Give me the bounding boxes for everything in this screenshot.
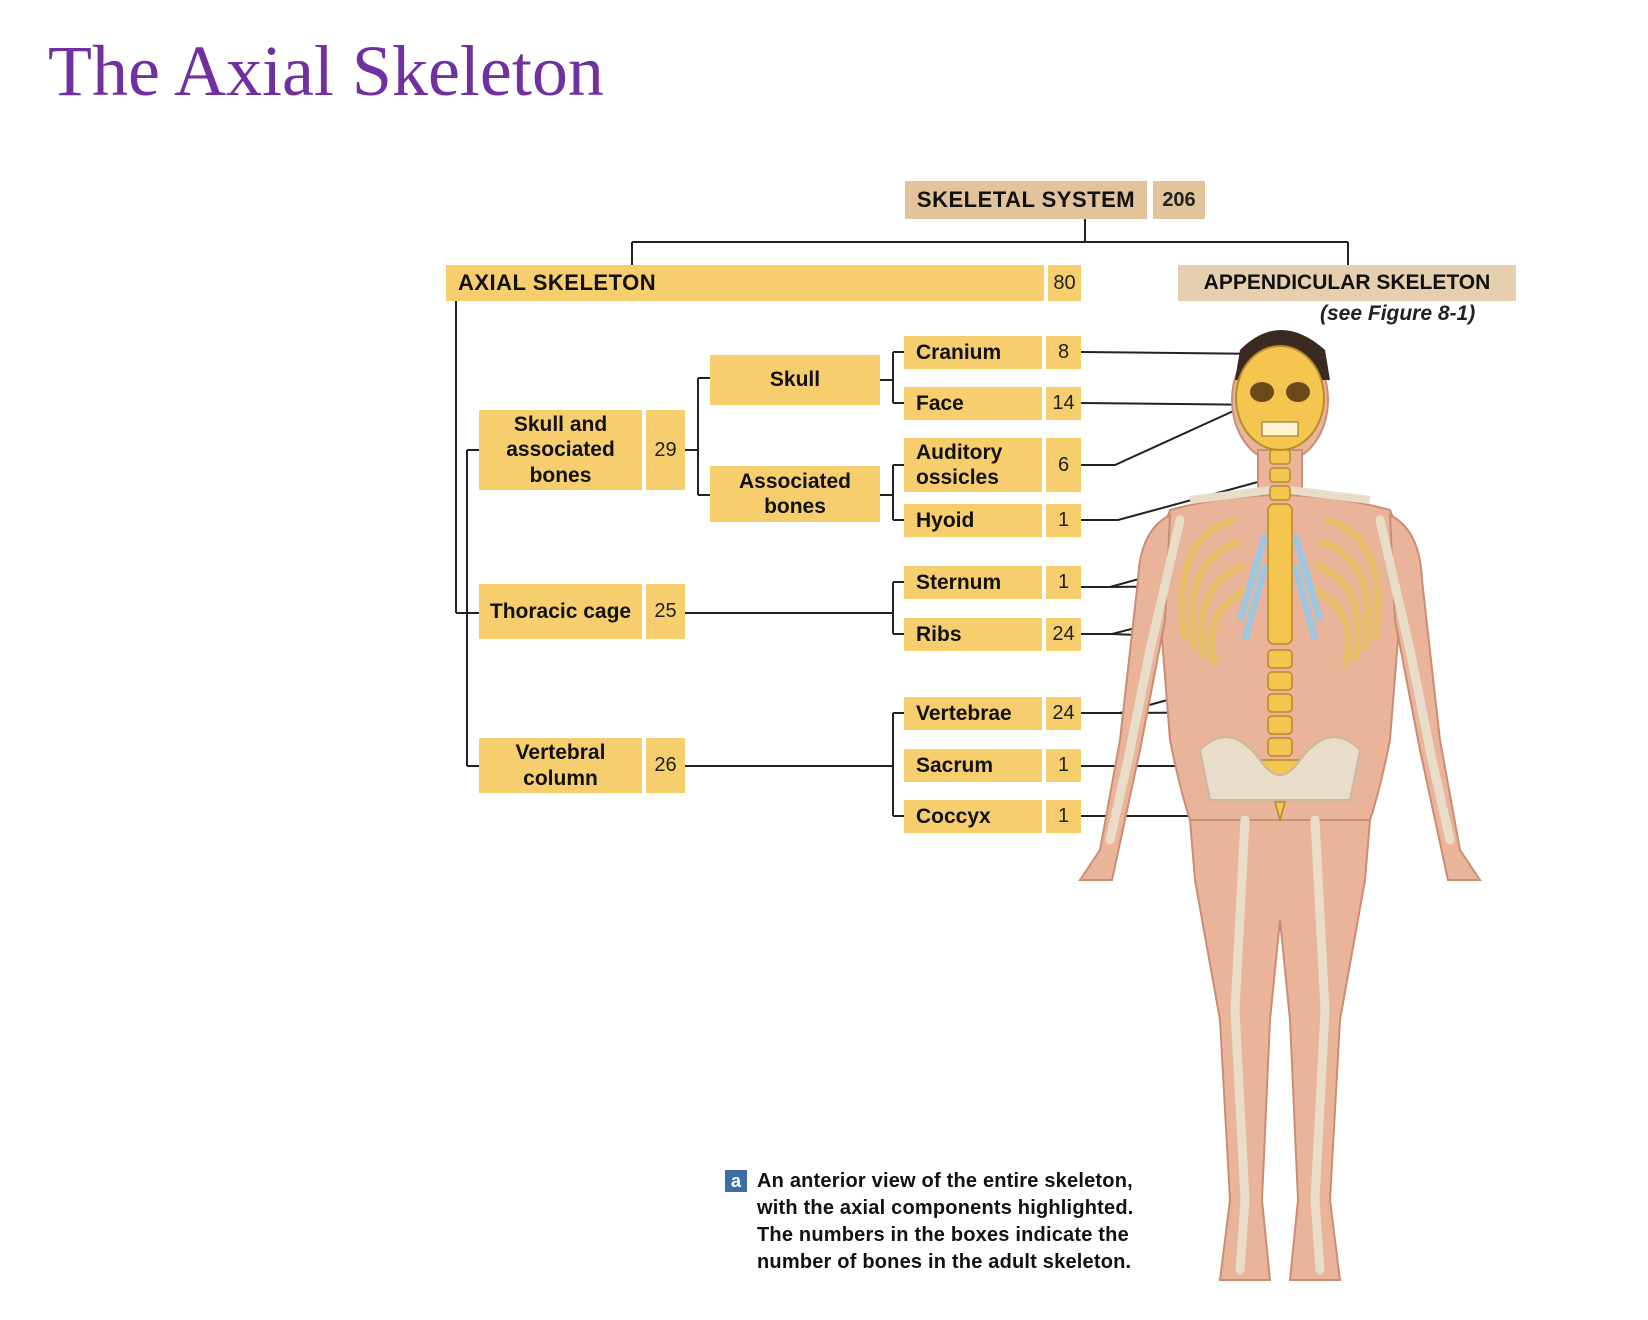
bone-hyoid-label: Hyoid xyxy=(916,508,975,532)
group-vertebral-column-label: Vertebral column xyxy=(515,741,606,790)
bone-ribs-label: Ribs xyxy=(916,622,962,646)
bone-sacrum: Sacrum xyxy=(904,749,1042,782)
skeleton-figure xyxy=(1078,330,1482,1281)
skull-highlight xyxy=(1235,330,1330,451)
caption-text: An anterior view of the entire skeleton,… xyxy=(757,1170,1134,1273)
bone-face: Face xyxy=(904,387,1042,420)
appendicular-skeleton-box: APPENDICULAR SKELETON xyxy=(1178,265,1516,301)
axial-skeleton-label: AXIAL SKELETON xyxy=(458,269,657,295)
bone-face-label: Face xyxy=(916,391,964,415)
bone-hyoid: Hyoid xyxy=(904,504,1042,537)
bone-vertebrae: Vertebrae xyxy=(904,697,1042,730)
bone-vertebrae-count: 24 xyxy=(1046,697,1081,730)
subgroup-associated-bones-label: Associated bones xyxy=(738,469,852,518)
bone-coccyx: Coccyx xyxy=(904,800,1042,833)
bone-auditory-ossicles: Auditory ossicles xyxy=(904,438,1042,492)
bone-sacrum-label: Sacrum xyxy=(916,753,994,777)
group-thoracic-cage: Thoracic cage xyxy=(479,584,642,639)
caption-badge: a xyxy=(725,1170,747,1192)
group-skull-and-associated-label: Skull and associated bones xyxy=(506,413,615,487)
subgroup-skull-label: Skull xyxy=(769,368,821,392)
skeletal-system-box: SKELETAL SYSTEM xyxy=(905,181,1147,219)
axial-skeleton-box: AXIAL SKELETON xyxy=(446,265,1044,301)
subgroup-skull: Skull xyxy=(710,355,880,405)
group-skull-and-associated-count: 29 xyxy=(646,410,685,490)
page-title: The Axial Skeleton xyxy=(48,31,604,111)
bone-ribs: Ribs xyxy=(904,618,1042,651)
subgroup-associated-bones: Associated bones xyxy=(710,466,880,522)
bone-sternum-count: 1 xyxy=(1046,566,1081,599)
bone-sacrum-count: 1 xyxy=(1046,749,1081,782)
thoracic-cage xyxy=(1178,516,1382,666)
skeletal-system-label: SKELETAL SYSTEM xyxy=(916,186,1136,212)
bone-ribs-count: 24 xyxy=(1046,618,1081,651)
figure-caption: a An anterior view of the entire skeleto… xyxy=(725,1168,1155,1276)
bone-coccyx-count: 1 xyxy=(1046,800,1081,833)
bone-cranium-label: Cranium xyxy=(916,340,1002,364)
bone-hyoid-count: 1 xyxy=(1046,504,1081,537)
group-skull-and-associated: Skull and associated bones xyxy=(479,410,642,490)
group-vertebral-column-count: 26 xyxy=(646,738,685,793)
bone-coccyx-label: Coccyx xyxy=(916,804,991,828)
bone-vertebrae-label: Vertebrae xyxy=(916,701,1012,725)
limb-bones xyxy=(1105,515,1455,1275)
bone-auditory-ossicles-label: Auditory ossicles xyxy=(916,440,1003,489)
axial-skeleton-count: 80 xyxy=(1048,265,1081,301)
group-thoracic-cage-label: Thoracic cage xyxy=(489,599,632,623)
group-thoracic-cage-count: 25 xyxy=(646,584,685,639)
skeletal-system-count: 206 xyxy=(1153,181,1205,219)
bone-sternum-label: Sternum xyxy=(916,570,1002,594)
bone-cranium: Cranium xyxy=(904,336,1042,369)
appendicular-figure-note: (see Figure 8-1) xyxy=(1320,302,1476,325)
bone-face-count: 14 xyxy=(1046,387,1081,420)
group-vertebral-column: Vertebral column xyxy=(479,738,642,793)
bone-auditory-ossicles-count: 6 xyxy=(1046,438,1081,492)
bone-sternum: Sternum xyxy=(904,566,1042,599)
appendicular-skeleton-label: APPENDICULAR SKELETON xyxy=(1203,271,1491,295)
clavicles xyxy=(1189,486,1371,504)
bone-cranium-count: 8 xyxy=(1046,336,1081,369)
